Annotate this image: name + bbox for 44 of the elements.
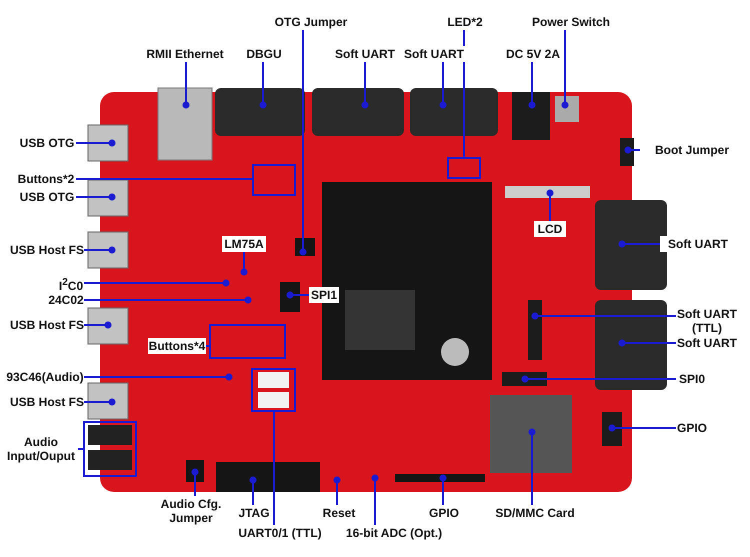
leader-line xyxy=(334,476,340,505)
leader-line xyxy=(273,411,275,525)
leader-line xyxy=(372,474,378,525)
leader-line xyxy=(76,178,253,180)
leader-line xyxy=(240,252,248,276)
leader-line xyxy=(84,398,116,406)
leader-line xyxy=(76,140,116,146)
leader-line xyxy=(84,322,112,328)
leader-line xyxy=(562,30,568,108)
leader-line xyxy=(84,280,230,286)
leader-line xyxy=(250,476,256,505)
leader-line xyxy=(546,190,554,221)
leader-line xyxy=(522,376,676,382)
leader-line xyxy=(618,340,676,346)
callout-label: LM75A xyxy=(222,236,266,252)
leader-line xyxy=(260,62,266,108)
leader-line xyxy=(618,240,660,248)
leader-line xyxy=(192,468,198,496)
leader-line xyxy=(362,62,368,108)
leader-line xyxy=(624,146,640,154)
leader-line xyxy=(463,30,465,158)
callout-label: 93C46(Audio) xyxy=(6,369,84,385)
leader-line xyxy=(84,246,116,254)
leader-line xyxy=(608,424,676,432)
callout-label: Audio Cfg. Jumper xyxy=(160,496,222,526)
leader-line xyxy=(84,374,232,380)
leader-line xyxy=(532,312,676,320)
leader-line xyxy=(440,62,446,108)
callout-label: UART0/1 (TTL) xyxy=(236,525,324,541)
callout-label: LCD xyxy=(534,221,566,237)
leader-line xyxy=(84,296,252,304)
leader-line xyxy=(76,194,116,200)
callout-label: SPI1 xyxy=(309,287,339,303)
callout-label: Soft UART xyxy=(402,46,466,62)
callout-label: Buttons*4 xyxy=(148,338,206,354)
leader-line xyxy=(528,62,536,108)
leader-line xyxy=(182,62,190,108)
leader-line xyxy=(528,428,536,505)
callout-label: Soft UART (TTL) xyxy=(676,306,738,336)
leader-line xyxy=(440,474,446,505)
leader-line xyxy=(286,292,309,298)
leader-line xyxy=(300,30,306,256)
leader-line xyxy=(206,345,210,347)
leader-line xyxy=(78,448,84,450)
